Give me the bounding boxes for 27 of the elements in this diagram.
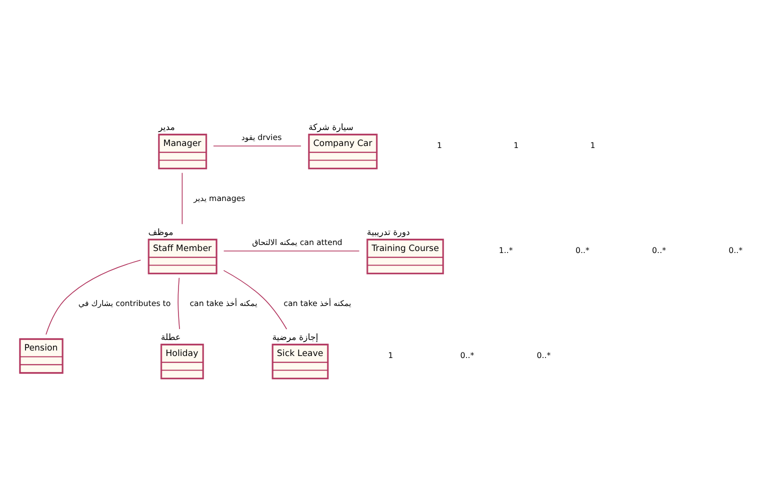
node-label: عطلة: [160, 333, 181, 344]
node-label: موظف: [148, 228, 174, 238]
node-label: سيارة شركة: [308, 123, 354, 134]
connector: [46, 260, 142, 335]
connector: [223, 250, 360, 252]
connector: [223, 270, 288, 330]
connector: [178, 277, 180, 330]
label: 0..*: [536, 350, 551, 360]
label: 1..*: [498, 246, 513, 255]
edge-label: يدير manages: [194, 194, 246, 203]
edge-label: can take يمكنه أخذ: [190, 298, 258, 308]
label: 1: [437, 140, 442, 150]
label: 1: [388, 350, 394, 360]
node-label: مدير: [158, 123, 175, 134]
edge-label: can take يمكنه أخذ: [284, 298, 352, 308]
edge-label: يقود drvies: [241, 133, 282, 142]
label: 0..*: [652, 246, 666, 255]
label: 0..*: [575, 246, 590, 255]
edge-label: يشارك في contributes to: [78, 298, 171, 308]
connector: [182, 172, 183, 225]
label: 1: [590, 140, 596, 150]
node-label: دورة تدريبية: [366, 228, 410, 238]
label: 1: [514, 140, 519, 150]
label: 0..*: [728, 246, 743, 255]
node-label: إجازة مرضية: [272, 333, 318, 344]
edge-label: يمكنه الالتحاق can attend: [252, 238, 342, 248]
label: 0..*: [460, 350, 474, 360]
